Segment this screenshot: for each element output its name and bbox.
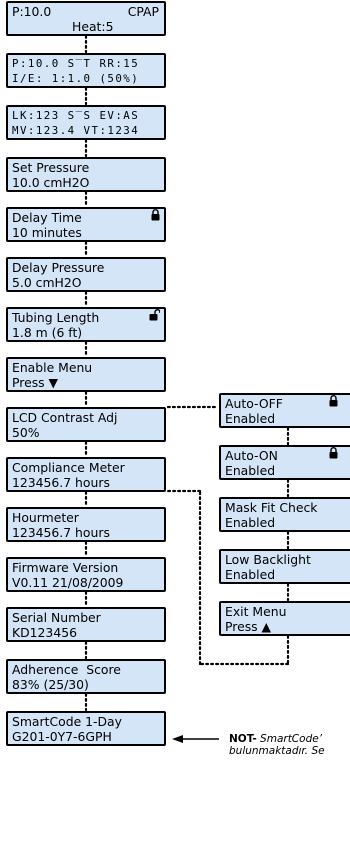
screen-value: KD123456 bbox=[12, 625, 77, 640]
note-line-1: SmartCode’ bbox=[260, 733, 323, 745]
smartcode-note: NOT- SmartCode’ bulunmaktadır. Se ... bbox=[229, 733, 350, 763]
screen-line-1: P:10.0 S‾T RR:15 bbox=[12, 57, 140, 70]
note-arrow bbox=[172, 735, 219, 743]
lcd-contrast-screen: LCD Contrast Adj 50% bbox=[6, 407, 166, 442]
low-backlight-screen: Low Backlight Enabled bbox=[219, 549, 350, 584]
screen-value: 5.0 cmH2O bbox=[12, 275, 82, 290]
screen-title: Firmware Version bbox=[12, 560, 119, 575]
adherence-score-screen: Adherence Score 83% (25/30) bbox=[6, 659, 166, 694]
auto-on-screen: Auto-ON Enabled bbox=[219, 445, 350, 480]
screen-title: Delay Time bbox=[12, 210, 82, 225]
note-line-3: ... bbox=[229, 757, 240, 763]
screen-title: Mask Fit Check bbox=[225, 500, 318, 515]
screen-title: Auto-OFF bbox=[225, 396, 283, 411]
mode-readout: CPAP bbox=[127, 4, 159, 19]
screen-line-2: MV:123.4 VT:1234 bbox=[12, 124, 140, 137]
screen-value: 50% bbox=[12, 425, 40, 440]
screen-value: Enabled bbox=[225, 567, 276, 582]
screen-value: 10 minutes bbox=[12, 225, 82, 240]
screen-value: G201-0Y7-6GPH bbox=[12, 729, 112, 744]
screen-value: 83% (25/30) bbox=[12, 677, 89, 692]
leak-status-screen: LK:123 S‾S EV:AS MV:123.4 VT:1234 bbox=[6, 105, 166, 140]
lock-open-icon bbox=[149, 309, 161, 325]
tubing-length-screen: Tubing Length 1.8 m (6 ft) bbox=[6, 307, 166, 342]
screen-value: Enabled bbox=[225, 515, 276, 530]
compliance-meter-screen: Compliance Meter 123456.7 hours bbox=[6, 457, 166, 492]
firmware-version-screen: Firmware Version V0.11 21/08/2009 bbox=[6, 557, 166, 592]
auto-off-screen: Auto-OFF Enabled bbox=[219, 393, 350, 428]
screen-title: SmartCode 1-Day bbox=[12, 714, 122, 729]
exit-menu-screen: Exit Menu Press ▲ bbox=[219, 601, 350, 636]
screen-title: Compliance Meter bbox=[12, 460, 125, 475]
smartcode-screen: SmartCode 1-Day G201-0Y7-6GPH bbox=[6, 711, 166, 746]
screen-value: 123456.7 hours bbox=[12, 525, 110, 540]
screen-title: Set Pressure bbox=[12, 160, 90, 175]
pressure-readout: P:10.0 bbox=[12, 4, 52, 19]
serial-number-screen: Serial Number KD123456 bbox=[6, 607, 166, 642]
screen-title: Delay Pressure bbox=[12, 260, 105, 275]
screen-value: Enabled bbox=[225, 411, 276, 426]
set-pressure-screen: Set Pressure 10.0 cmH2O bbox=[6, 157, 166, 192]
heat-readout: Heat:5 bbox=[72, 19, 114, 34]
screen-value: Press ▲ bbox=[225, 619, 272, 634]
screen-value: Enabled bbox=[225, 463, 276, 478]
screen-line-1: LK:123 S‾S EV:AS bbox=[12, 109, 140, 122]
screen-value: 10.0 cmH2O bbox=[12, 175, 90, 190]
screen-value: 123456.7 hours bbox=[12, 475, 110, 490]
note-line-2: bulunmaktadır. Se bbox=[229, 745, 325, 757]
screen-title: Adherence Score bbox=[12, 662, 121, 677]
screen-title: LCD Contrast Adj bbox=[12, 410, 118, 425]
screen-title: Enable Menu bbox=[12, 360, 93, 375]
bilevel-status-screen: P:10.0 S‾T RR:15 I/E: 1:1.0 (50%) bbox=[6, 53, 166, 88]
screen-value: V0.11 21/08/2009 bbox=[12, 575, 124, 590]
screen-title: Low Backlight bbox=[225, 552, 311, 567]
lock-closed-icon bbox=[329, 395, 338, 411]
screen-line-2: I/E: 1:1.0 (50%) bbox=[12, 72, 140, 85]
lock-closed-icon bbox=[151, 209, 160, 225]
screen-title: Serial Number bbox=[12, 610, 101, 625]
mask-fit-check-screen: Mask Fit Check Enabled bbox=[219, 497, 350, 532]
home-screen: P:10.0 CPAP Heat:5 bbox=[6, 1, 166, 36]
lock-closed-icon bbox=[329, 447, 338, 463]
screen-title: Hourmeter bbox=[12, 510, 79, 525]
screen-title: Exit Menu bbox=[225, 604, 287, 619]
screen-title: Auto-ON bbox=[225, 448, 278, 463]
screen-title: Tubing Length bbox=[12, 310, 100, 325]
enable-menu-screen: Enable Menu Press ▼ bbox=[6, 357, 166, 392]
screen-value: Press ▼ bbox=[12, 375, 59, 390]
delay-time-screen: Delay Time 10 minutes bbox=[6, 207, 166, 242]
screen-value: 1.8 m (6 ft) bbox=[12, 325, 83, 340]
note-label: NOT- bbox=[229, 733, 257, 745]
hourmeter-screen: Hourmeter 123456.7 hours bbox=[6, 507, 166, 542]
delay-pressure-screen: Delay Pressure 5.0 cmH2O bbox=[6, 257, 166, 292]
